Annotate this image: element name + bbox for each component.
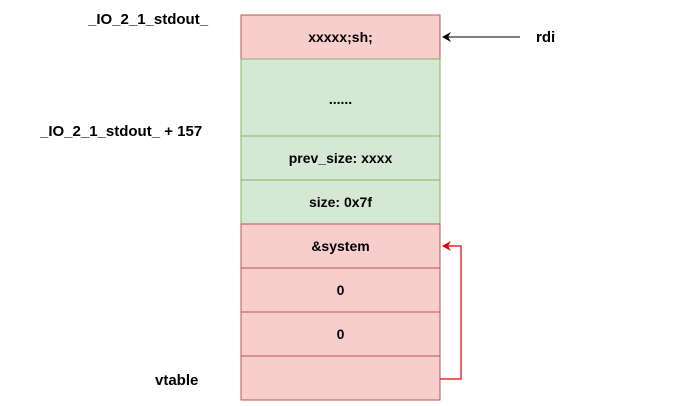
cell-system: &system: [240, 223, 441, 269]
cell-payload-text: xxxxx;sh;: [308, 29, 373, 45]
label-stdout: _IO_2_1_stdout_: [87, 11, 209, 28]
cell-zero-1-text: 0: [337, 282, 345, 298]
cell-size: size: 0x7f: [240, 179, 441, 225]
cell-padding: ......: [240, 58, 441, 137]
cell-zero-1: 0: [240, 267, 441, 313]
cell-payload: xxxxx;sh;: [240, 14, 441, 60]
cell-padding-text: ......: [329, 91, 352, 107]
cell-vtable: [240, 355, 441, 401]
vtable-to-system-arrow: [440, 241, 462, 380]
label-vtable: vtable: [155, 372, 198, 389]
label-stdout-offset: _IO_2_1_stdout_ + 157: [39, 123, 202, 140]
cell-prev-size: prev_size: xxxx: [240, 135, 441, 181]
cell-size-text: size: 0x7f: [309, 194, 372, 210]
cell-zero-2: 0: [240, 311, 441, 357]
cell-system-text: &system: [311, 238, 369, 254]
label-rdi: rdi: [536, 29, 555, 46]
cell-zero-2-text: 0: [337, 326, 345, 342]
cell-prev-size-text: prev_size: xxxx: [289, 150, 393, 166]
